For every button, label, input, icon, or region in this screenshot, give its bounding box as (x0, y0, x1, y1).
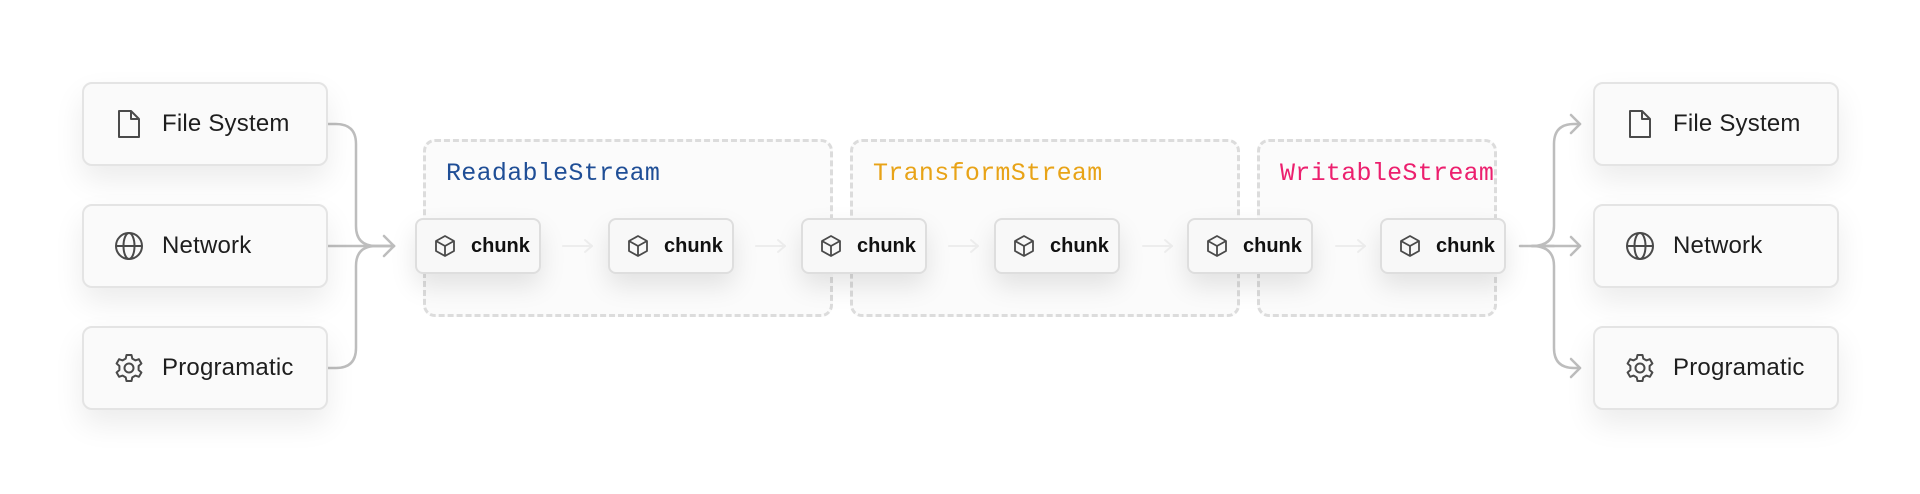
connector-source-programatic (326, 244, 396, 370)
destination-programatic: Programatic (1593, 326, 1839, 410)
file-icon (1625, 109, 1655, 139)
source-file-system: File System (82, 82, 328, 166)
globe-icon (114, 231, 144, 261)
gear-icon (1625, 353, 1655, 383)
arrowhead-dest-file-system (1569, 113, 1582, 135)
chunk-2: chunk (608, 218, 734, 274)
source-label: Network (162, 232, 252, 259)
arrowhead-dest-network (1569, 235, 1582, 257)
chunk-label: chunk (1050, 234, 1109, 257)
cube-icon (626, 234, 650, 258)
chunk-3: chunk (801, 218, 927, 274)
destination-file-system: File System (1593, 82, 1839, 166)
readable-stream-title: ReadableStream (446, 159, 661, 188)
chunk-label: chunk (1436, 234, 1495, 257)
chunk-label: chunk (664, 234, 723, 257)
source-label: Programatic (162, 354, 294, 381)
cube-icon (1205, 234, 1229, 258)
chunk-4: chunk (994, 218, 1120, 274)
cube-icon (433, 234, 457, 258)
source-label: File System (162, 110, 290, 137)
cube-icon (1012, 234, 1036, 258)
arrowhead-merge (382, 234, 396, 258)
source-network: Network (82, 204, 328, 288)
cube-icon (1398, 234, 1422, 258)
transform-stream-title: TransformStream (873, 159, 1103, 188)
destination-label: Programatic (1673, 354, 1805, 381)
chunk-5: chunk (1187, 218, 1313, 274)
file-icon (114, 109, 144, 139)
chunk-6: chunk (1380, 218, 1506, 274)
connector-dest-file-system (1530, 122, 1582, 248)
cube-icon (819, 234, 843, 258)
globe-icon (1625, 231, 1655, 261)
connector-dest-programatic (1530, 244, 1582, 370)
chunk-label: chunk (1243, 234, 1302, 257)
arrowhead-dest-programatic (1569, 357, 1582, 379)
writable-stream-title: WritableStream (1280, 159, 1495, 188)
destination-label: File System (1673, 110, 1801, 137)
chunk-label: chunk (857, 234, 916, 257)
source-programatic: Programatic (82, 326, 328, 410)
chunk-1: chunk (415, 218, 541, 274)
destination-network: Network (1593, 204, 1839, 288)
destination-label: Network (1673, 232, 1763, 259)
connector-source-file-system (326, 122, 396, 248)
gear-icon (114, 353, 144, 383)
chunk-label: chunk (471, 234, 530, 257)
